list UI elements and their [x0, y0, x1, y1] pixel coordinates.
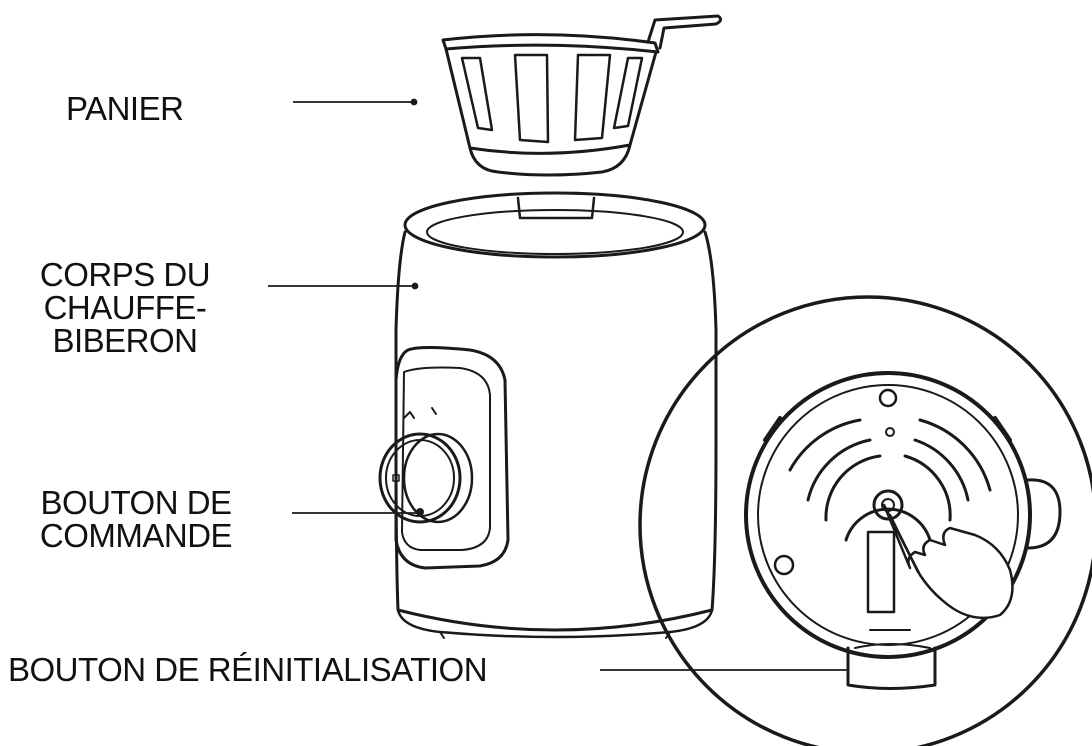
label-reset-button: BOUTON DE RÉINITIALISATION: [8, 651, 488, 688]
leader-lines: [268, 98, 848, 671]
label-control-line-2: COMMANDE: [39, 517, 233, 554]
basket-illustration: [441, 14, 723, 177]
label-body-line-2: CHAUFFE-: [43, 289, 207, 326]
label-body-line-3: BIBERON: [52, 322, 198, 359]
warmer-body-illustration: [378, 191, 718, 639]
label-warmer-body: CORPS DU CHAUFFE- BIBERON: [20, 258, 230, 357]
label-basket: PANIER: [66, 90, 184, 127]
label-basket-text: PANIER: [66, 90, 184, 127]
label-control-knob: BOUTON DE COMMANDE: [16, 486, 256, 552]
label-body-line-1: CORPS DU: [39, 256, 211, 293]
bottom-view-inset: [638, 295, 1092, 746]
label-reset-text: BOUTON DE RÉINITIALISATION: [8, 651, 488, 688]
label-control-line-1: BOUTON DE: [40, 484, 232, 521]
